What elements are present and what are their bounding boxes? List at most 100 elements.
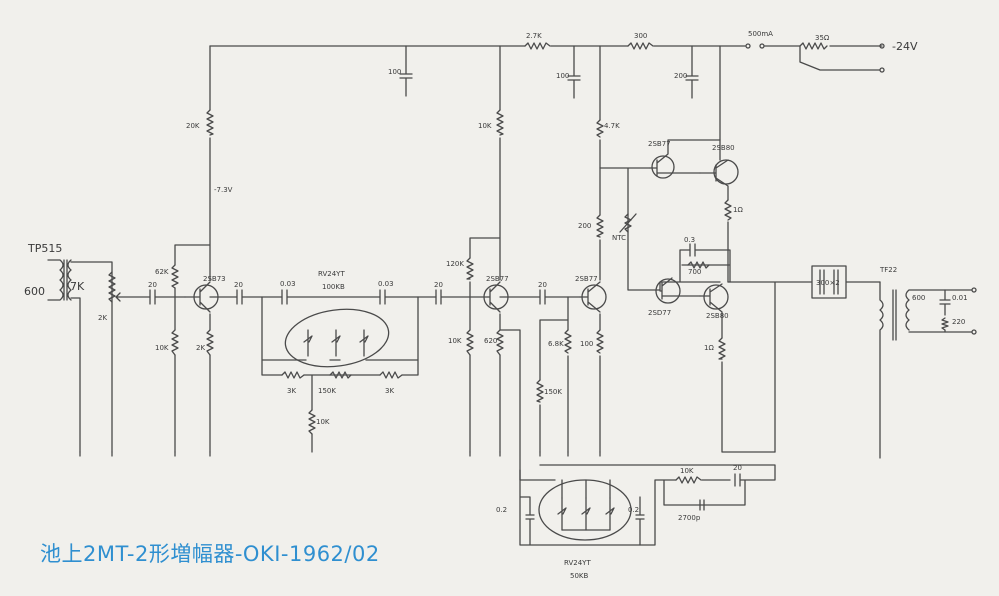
- label-q6: 2SD77: [648, 309, 671, 317]
- resistor-150k-b: [536, 379, 544, 403]
- resistor-10k-a: [171, 329, 179, 356]
- resistor-150k-a: [329, 371, 352, 379]
- resistor-100: [596, 329, 604, 354]
- output-transformer: [879, 281, 973, 459]
- cap-300x2: [819, 269, 839, 295]
- resistor-1-a: [724, 199, 732, 221]
- label-c100-a: 100: [388, 68, 401, 76]
- label-c100-b: 100: [556, 72, 569, 80]
- output-wiring: [659, 243, 731, 291]
- resistor-200: [596, 214, 604, 238]
- ground-returns: [469, 451, 501, 457]
- label-c2700: 2700p: [678, 514, 701, 522]
- rv-pot-1: [303, 329, 313, 357]
- label-c300: 300×2: [816, 279, 840, 287]
- label-r1b: 1Ω: [704, 344, 714, 352]
- transistor-q4-leads: [649, 139, 721, 177]
- label-c003-a: 0.03: [280, 280, 296, 288]
- transistor-q6-leads: [659, 277, 701, 300]
- supply-terminal: [879, 67, 885, 73]
- label-rv1-val: 100KB: [322, 283, 345, 291]
- cap-0-03-b: [379, 289, 437, 305]
- label-r2k: 2K: [196, 344, 205, 352]
- label-c20-d: 20: [538, 281, 547, 289]
- supply-terminal: [879, 43, 885, 49]
- input-transformer: [47, 259, 113, 453]
- transistor-q7: [703, 284, 729, 310]
- pot-2k: [108, 271, 116, 303]
- label-c001: 0.01: [952, 294, 968, 302]
- resistor-4-7k: [596, 119, 604, 138]
- ground-returns: [539, 451, 601, 457]
- label-q4: 2SB77: [648, 140, 671, 148]
- stage3-wiring: [539, 45, 601, 453]
- rv24yt-pot-group: [284, 308, 390, 368]
- resistor-10k-b: [308, 409, 316, 435]
- resistor-1-b: [718, 337, 726, 360]
- label-c003-b: 0.03: [378, 280, 394, 288]
- label-imp-7k: 7K: [70, 280, 85, 293]
- fuse-terminal: [745, 43, 751, 49]
- label-q3: 2SB77: [575, 275, 598, 283]
- label-q7: 2SB80: [706, 312, 729, 320]
- label-r120k: 120K: [446, 260, 464, 268]
- resistor-700: [687, 261, 710, 269]
- label-pot-2k: 2K: [98, 314, 107, 322]
- transistor-q5-leads: [699, 45, 729, 283]
- cap-20-a: [149, 289, 186, 305]
- label-rv2: RV24YT: [564, 559, 591, 567]
- label-input-transformer: TP515: [27, 242, 62, 255]
- label-r150k-a: 150K: [318, 387, 336, 395]
- stage1-wiring: [174, 45, 211, 453]
- label-r300: 300: [634, 32, 647, 40]
- resistor-35: [799, 42, 828, 50]
- label-r10k-a: 10K: [155, 344, 169, 352]
- output-terminal: [971, 329, 977, 335]
- label-r220: 220: [952, 318, 965, 326]
- label-r27k: 2.7K: [526, 32, 542, 40]
- cap-20-c: [435, 289, 489, 305]
- label-r10k-d: 10K: [448, 337, 462, 345]
- rv-pot-3: [359, 329, 369, 357]
- label-r3k-a: 3K: [287, 387, 296, 395]
- tone-network: [261, 296, 419, 453]
- label-c03: 0.3: [684, 236, 695, 244]
- label-q1: 2SB73: [203, 275, 226, 283]
- label-out-600: 600: [912, 294, 925, 302]
- rv24yt-50kb-group: [538, 479, 632, 541]
- resistor-3k-a: [281, 371, 305, 379]
- label-c02-b: 0.2: [628, 506, 639, 514]
- label-rv1: RV24YT: [318, 270, 345, 278]
- rv-pot-fb-1: [557, 497, 567, 531]
- label-q5: 2SB80: [712, 144, 735, 152]
- label-output-transformer: TF22: [879, 266, 897, 274]
- cap-0-03-a: [281, 289, 381, 305]
- schematic-caption: 池上2MT-2形増幅器-OKI-1962/02: [40, 542, 380, 566]
- transistor-q2-leads: [487, 281, 501, 313]
- label-r10k-fb: 10K: [680, 467, 694, 475]
- cap-0-2-b: [635, 496, 645, 546]
- label-ntc: NTC: [612, 234, 626, 242]
- fuse-terminal: [759, 43, 765, 49]
- label-rv2-val: 50KB: [570, 572, 588, 580]
- rv-pot-fb-2: [581, 497, 591, 531]
- resistor-3k-b: [379, 371, 403, 379]
- transistor-q6: [655, 278, 681, 304]
- cap-200: [685, 45, 699, 99]
- secondary-network: [939, 289, 951, 333]
- feedback-ties: [561, 479, 611, 531]
- bias-wiring: [599, 167, 661, 291]
- label-imp-600: 600: [24, 285, 45, 298]
- label-r10k-b: 10K: [316, 418, 330, 426]
- resistor-10k-c: [496, 109, 504, 136]
- resistor-20k: [206, 109, 214, 136]
- cap-20-d: [499, 289, 581, 305]
- resistor-10k-d: [466, 329, 474, 356]
- output-terminal: [971, 287, 977, 293]
- label-c20-e: 20: [733, 464, 742, 472]
- label-c200: 200: [674, 72, 687, 80]
- label-supply: -24V: [892, 40, 918, 53]
- label-fuse: 500mA: [748, 30, 773, 38]
